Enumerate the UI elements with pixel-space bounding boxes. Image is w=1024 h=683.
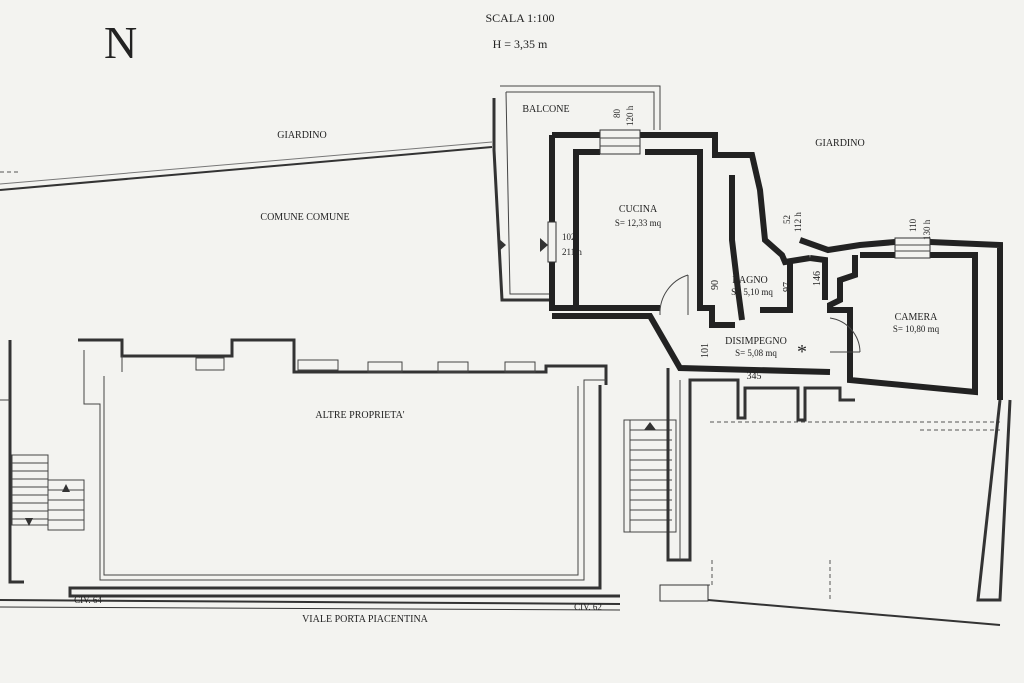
bedroom-area: S= 10,80 mq <box>893 324 940 334</box>
civic-62-label: CIV. 62 <box>574 602 602 612</box>
window-marks <box>195 357 536 373</box>
street-line <box>0 599 621 611</box>
garden-label-left: GIARDINO <box>277 130 326 141</box>
dim-101: 101 <box>700 343 711 358</box>
windows <box>547 129 931 263</box>
garden-label-right: GIARDINO <box>815 138 864 149</box>
hallway-name: DISIMPEGNO <box>725 336 787 347</box>
dim-110: 110 <box>908 218 918 232</box>
door-swings <box>498 238 861 353</box>
north-arrow-label: N <box>104 17 137 68</box>
center-staircase <box>623 419 677 533</box>
common-area-label: COMUNE COMUNE <box>260 212 349 223</box>
lower-right-structure <box>659 368 1012 626</box>
street-label: VIALE PORTA PIACENTINA <box>302 614 429 625</box>
dim-130h: 130 h <box>922 219 932 240</box>
left-staircase <box>11 454 85 531</box>
scale-label: SCALA 1:100 <box>485 11 554 25</box>
height-label: H = 3,35 m <box>493 37 548 51</box>
dim-211h: 211 h <box>562 247 582 257</box>
dim-90: 90 <box>710 280 721 290</box>
dim-146: 146 <box>812 271 823 286</box>
other-properties-label: ALTRE PROPRIETA' <box>315 410 404 421</box>
kitchen-name: CUCINA <box>619 204 658 215</box>
dim-120h: 120 h <box>625 105 635 126</box>
dim-112h: 112 h <box>793 212 803 232</box>
kitchen-area: S= 12,33 mq <box>615 218 662 228</box>
hallway-area: S= 5,08 mq <box>735 348 777 358</box>
garden-boundary-line <box>0 141 493 191</box>
apartment-walls <box>549 132 1003 400</box>
balcony-label: BALCONE <box>522 104 569 115</box>
bedroom-name: CAMERA <box>895 312 939 323</box>
dim-52: 52 <box>782 215 792 224</box>
asterisk-mark: * <box>797 341 807 363</box>
other-properties-walls <box>0 338 620 598</box>
dim-345: 345 <box>747 371 762 382</box>
bathroom-area: S= 5,10 mq <box>731 287 773 297</box>
balcony-outline <box>492 85 661 302</box>
bathroom-name: BAGNO <box>732 275 768 286</box>
dim-80: 80 <box>612 109 622 119</box>
dim-97: 97 <box>782 282 793 292</box>
dim-102: 102 <box>562 232 576 242</box>
civic-64-label: CIV. 64 <box>74 595 102 605</box>
